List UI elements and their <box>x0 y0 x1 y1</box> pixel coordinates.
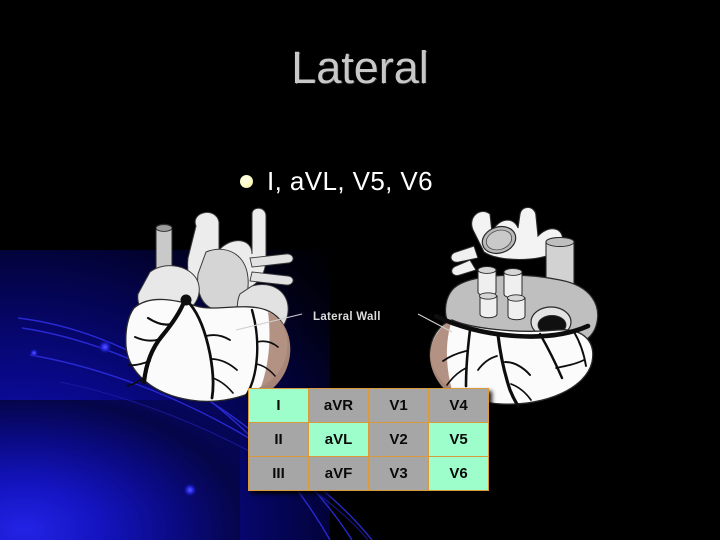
ecg-lead-cell-v6: V6 <box>428 456 489 491</box>
ecg-lead-cell-v2: V2 <box>368 422 429 457</box>
ecg-lead-cell-avl: aVL <box>308 422 369 457</box>
bullet-marker-icon <box>240 175 253 188</box>
background-glow-inner <box>0 400 240 540</box>
ecg-lead-cell-i: I <box>248 388 309 423</box>
ecg-lead-cell-avf: aVF <box>308 456 369 491</box>
ecg-lead-cell-v1: V1 <box>368 388 429 423</box>
posterior-heart-illustration <box>429 206 599 406</box>
ecg-lead-cell-v3: V3 <box>368 456 429 491</box>
heart-anatomy-illustration <box>125 206 599 406</box>
ecg-lead-cell-avr: aVR <box>308 388 369 423</box>
bullet-list-item-label: I, aVL, V5, V6 <box>267 166 434 196</box>
bullet-list-item: I, aVL, V5, V6 <box>240 166 433 197</box>
ecg-lead-cell-v4: V4 <box>428 388 489 423</box>
ecg-lead-cell-ii: II <box>248 422 309 457</box>
anterior-heart-illustration <box>125 207 294 402</box>
ecg-lead-cell-iii: III <box>248 456 309 491</box>
callout-label-lateral-wall: Lateral Wall <box>313 311 381 323</box>
ecg-lead-cell-v5: V5 <box>428 422 489 457</box>
slide-title: Lateral <box>291 42 429 93</box>
